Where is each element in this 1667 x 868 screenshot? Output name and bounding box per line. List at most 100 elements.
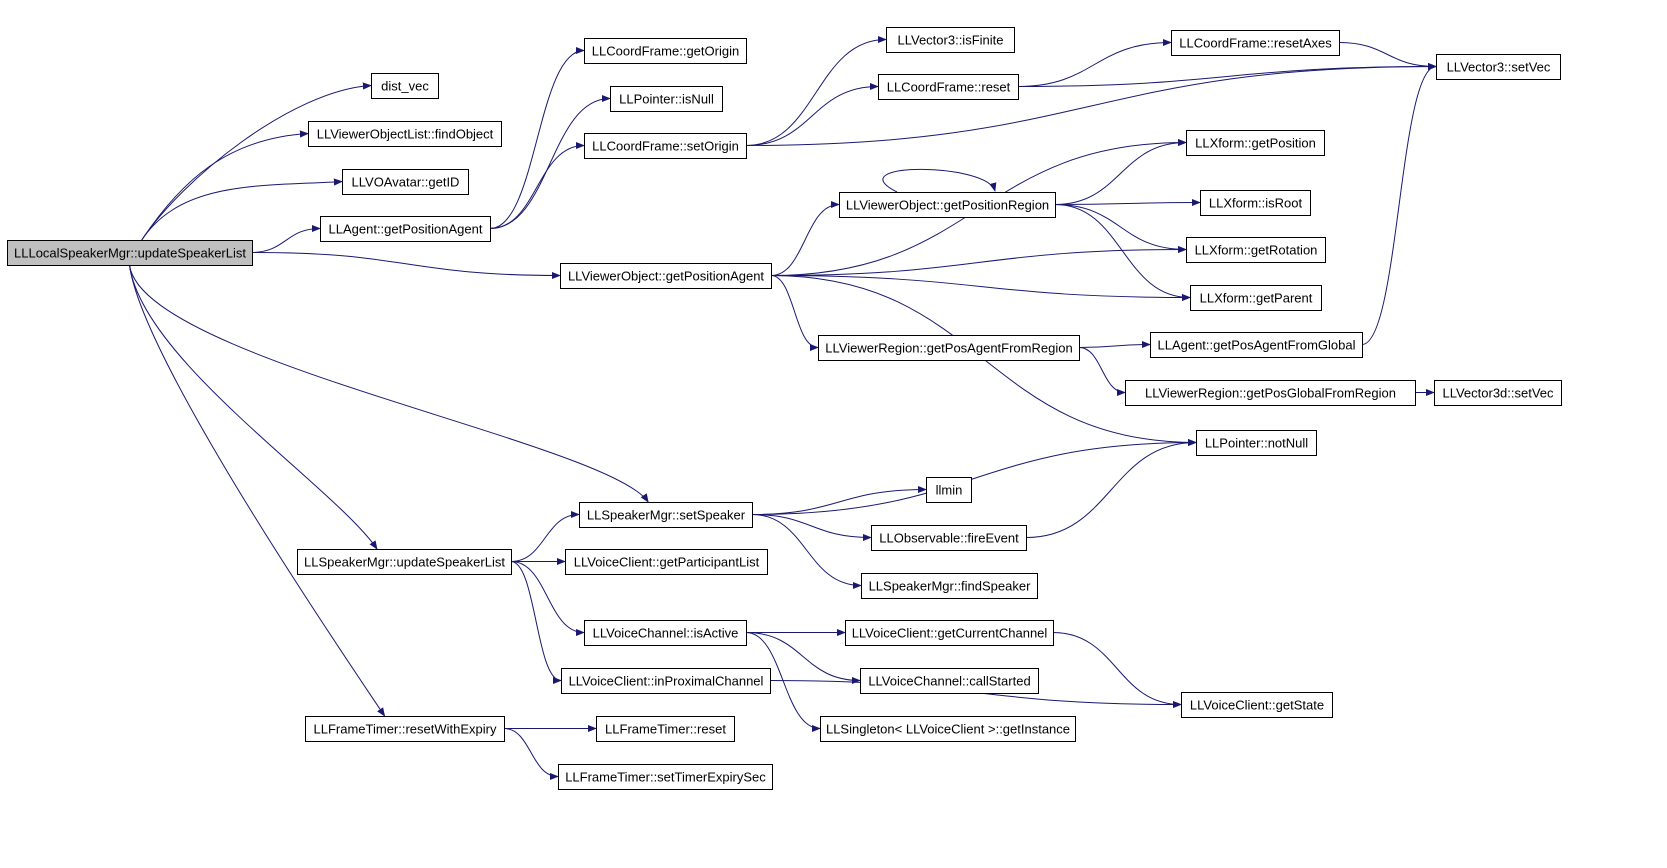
node-box [610, 86, 723, 112]
edge-cf-setorigin-to-v3-setvec [745, 62, 1437, 146]
edge-agent-getposagent-to-ptr-isnull [489, 94, 611, 229]
edge-vo-getposagent-to-vr-agentfromregion [770, 275, 819, 352]
node-label: LLVoiceChannel::isActive [593, 626, 739, 641]
node-box [878, 74, 1019, 100]
edge-vo-getposregion-to-xf-getparent [1054, 204, 1191, 302]
node-box [308, 121, 502, 147]
node-label: LLViewerRegion::getPosAgentFromRegion [825, 341, 1072, 356]
node-box [886, 27, 1015, 53]
node-sm-setspeaker[interactable]: LLSpeakerMgr::setSpeaker [579, 502, 753, 528]
edge-sm-setspeaker-to-sm-findspeaker [751, 514, 862, 590]
node-vr-globalfromregion[interactable]: LLViewerRegion::getPosGlobalFromRegion [1125, 380, 1416, 406]
node-box [596, 716, 735, 742]
node-obs-fire[interactable]: LLObservable::fireEvent [871, 525, 1027, 551]
edge-vo-getposagent-to-xf-getparent [770, 275, 1191, 302]
node-local-update[interactable]: LLLocalSpeakerMgr::updateSpeakerList [7, 240, 253, 266]
edge-local-update-to-sm-update [129, 264, 378, 550]
edge-cf-setorigin-to-cf-reset [745, 82, 879, 146]
node-box [1200, 190, 1311, 216]
node-ft-reset[interactable]: LLFrameTimer::reset [596, 716, 735, 742]
node-label: LLObservable::fireEvent [879, 531, 1019, 546]
node-cf-setorigin[interactable]: LLCoordFrame::setOrigin [584, 133, 747, 159]
node-label: LLLocalSpeakerMgr::updateSpeakerList [14, 246, 246, 261]
node-v3-setvec[interactable]: LLVector3::setVec [1436, 54, 1561, 80]
node-label: LLVoiceClient::getState [1190, 698, 1324, 713]
node-box [1190, 285, 1322, 311]
node-vc-currentchannel[interactable]: LLVoiceClient::getCurrentChannel [845, 620, 1054, 646]
node-xf-getrot[interactable]: LLXform::getRotation [1186, 237, 1326, 263]
node-label: LLFrameTimer::resetWithExpiry [314, 722, 497, 737]
node-vc-getstate[interactable]: LLVoiceClient::getState [1181, 692, 1333, 718]
edge-vo-getposregion-to-xf-getpos [1054, 138, 1187, 205]
node-label: LLXform::getParent [1200, 291, 1313, 306]
edge-local-update-to-agent-getposagent [251, 224, 321, 253]
edge-local-update-to-ft-resetexpiry [129, 264, 386, 717]
node-label: LLXform::isRoot [1209, 196, 1303, 211]
edge-cf-reset-to-v3-setvec [1017, 62, 1437, 87]
edge-sm-setspeaker-to-llmin [751, 485, 927, 515]
node-vr-agentfromregion[interactable]: LLViewerRegion::getPosAgentFromRegion [818, 335, 1080, 361]
node-cf-resetaxes[interactable]: LLCoordFrame::resetAxes [1171, 30, 1340, 56]
node-label: LLSpeakerMgr::updateSpeakerList [304, 555, 505, 570]
node-v3d-setvec[interactable]: LLVector3d::setVec [1434, 380, 1562, 406]
edge-sm-setspeaker-to-ptr-notnull [751, 438, 1197, 515]
node-box [342, 169, 469, 195]
node-label: LLXform::getPosition [1195, 136, 1316, 151]
node-label: LLVOAvatar::getID [352, 175, 460, 190]
node-cf-reset[interactable]: LLCoordFrame::reset [878, 74, 1019, 100]
edge-agent-fromglobal-to-v3-setvec [1361, 62, 1437, 345]
node-vch-isactive[interactable]: LLVoiceChannel::isActive [584, 620, 747, 646]
node-label: LLVector3d::setVec [1442, 386, 1554, 401]
node-label: LLViewerRegion::getPosGlobalFromRegion [1145, 386, 1396, 401]
edge-sm-update-to-vc-inproximal [510, 561, 562, 685]
node-box [565, 549, 768, 575]
edge-vr-agentfromregion-to-agent-fromglobal [1078, 340, 1151, 349]
node-llmin[interactable]: llmin [926, 477, 972, 503]
node-label: LLViewerObject::getPositionAgent [568, 269, 764, 284]
node-vo-getposagent[interactable]: LLViewerObject::getPositionAgent [560, 263, 772, 289]
node-vc-inproximal[interactable]: LLVoiceClient::inProximalChannel [561, 668, 771, 694]
node-agent-getposagent[interactable]: LLAgent::getPositionAgent [320, 216, 491, 242]
node-findobject[interactable]: LLViewerObjectList::findObject [308, 121, 502, 147]
node-vc-participants[interactable]: LLVoiceClient::getParticipantList [565, 549, 768, 575]
node-label: LLAgent::getPositionAgent [329, 222, 483, 237]
node-box [320, 216, 491, 242]
node-label: LLVoiceClient::getParticipantList [574, 555, 760, 570]
node-v3-isfinite[interactable]: LLVector3::isFinite [886, 27, 1015, 53]
node-ptr-notnull[interactable]: LLPointer::notNull [1196, 430, 1317, 456]
node-label: LLAgent::getPosAgentFromGlobal [1157, 338, 1355, 353]
node-box [1196, 430, 1317, 456]
node-getid[interactable]: LLVOAvatar::getID [342, 169, 469, 195]
node-sm-findspeaker[interactable]: LLSpeakerMgr::findSpeaker [861, 573, 1038, 599]
edge-obs-fire-to-ptr-notnull [1025, 438, 1197, 538]
edge-vr-agentfromregion-to-vr-globalfromregion [1078, 347, 1126, 397]
node-singleton[interactable]: LLSingleton< LLVoiceClient >::getInstanc… [820, 716, 1076, 742]
node-agent-fromglobal[interactable]: LLAgent::getPosAgentFromGlobal [1150, 332, 1363, 358]
node-vo-getposregion[interactable]: LLViewerObject::getPositionRegion [839, 192, 1056, 218]
node-ft-resetexpiry[interactable]: LLFrameTimer::resetWithExpiry [305, 716, 505, 742]
node-label: LLVector3::setVec [1447, 60, 1551, 75]
node-box [845, 620, 1054, 646]
node-xf-isroot[interactable]: LLXform::isRoot [1200, 190, 1311, 216]
edge-cf-setorigin-to-v3-isfinite [745, 35, 887, 146]
edge-agent-getposagent-to-cf-setorigin [489, 141, 585, 229]
node-label: LLCoordFrame::resetAxes [1179, 36, 1332, 51]
node-box [1171, 30, 1340, 56]
node-xf-getpos[interactable]: LLXform::getPosition [1186, 130, 1325, 156]
edge-cf-resetaxes-to-v3-setvec [1338, 42, 1437, 71]
node-dist-vec[interactable]: dist_vec [371, 73, 439, 99]
node-label: LLFrameTimer::setTimerExpirySec [565, 770, 766, 785]
node-label: LLCoordFrame::setOrigin [592, 139, 739, 154]
node-xf-getparent[interactable]: LLXform::getParent [1190, 285, 1322, 311]
edge-vo-getposagent-to-xf-getrot [770, 245, 1187, 276]
node-box [584, 620, 747, 646]
node-sm-update[interactable]: LLSpeakerMgr::updateSpeakerList [297, 549, 512, 575]
node-vch-callstarted[interactable]: LLVoiceChannel::callStarted [860, 668, 1039, 694]
node-cf-getorigin[interactable]: LLCoordFrame::getOrigin [584, 38, 747, 64]
node-ft-settimer[interactable]: LLFrameTimer::setTimerExpirySec [558, 764, 773, 790]
node-box [1186, 130, 1325, 156]
node-box [820, 716, 1076, 742]
node-box [297, 549, 512, 575]
node-ptr-isnull[interactable]: LLPointer::isNull [610, 86, 723, 112]
